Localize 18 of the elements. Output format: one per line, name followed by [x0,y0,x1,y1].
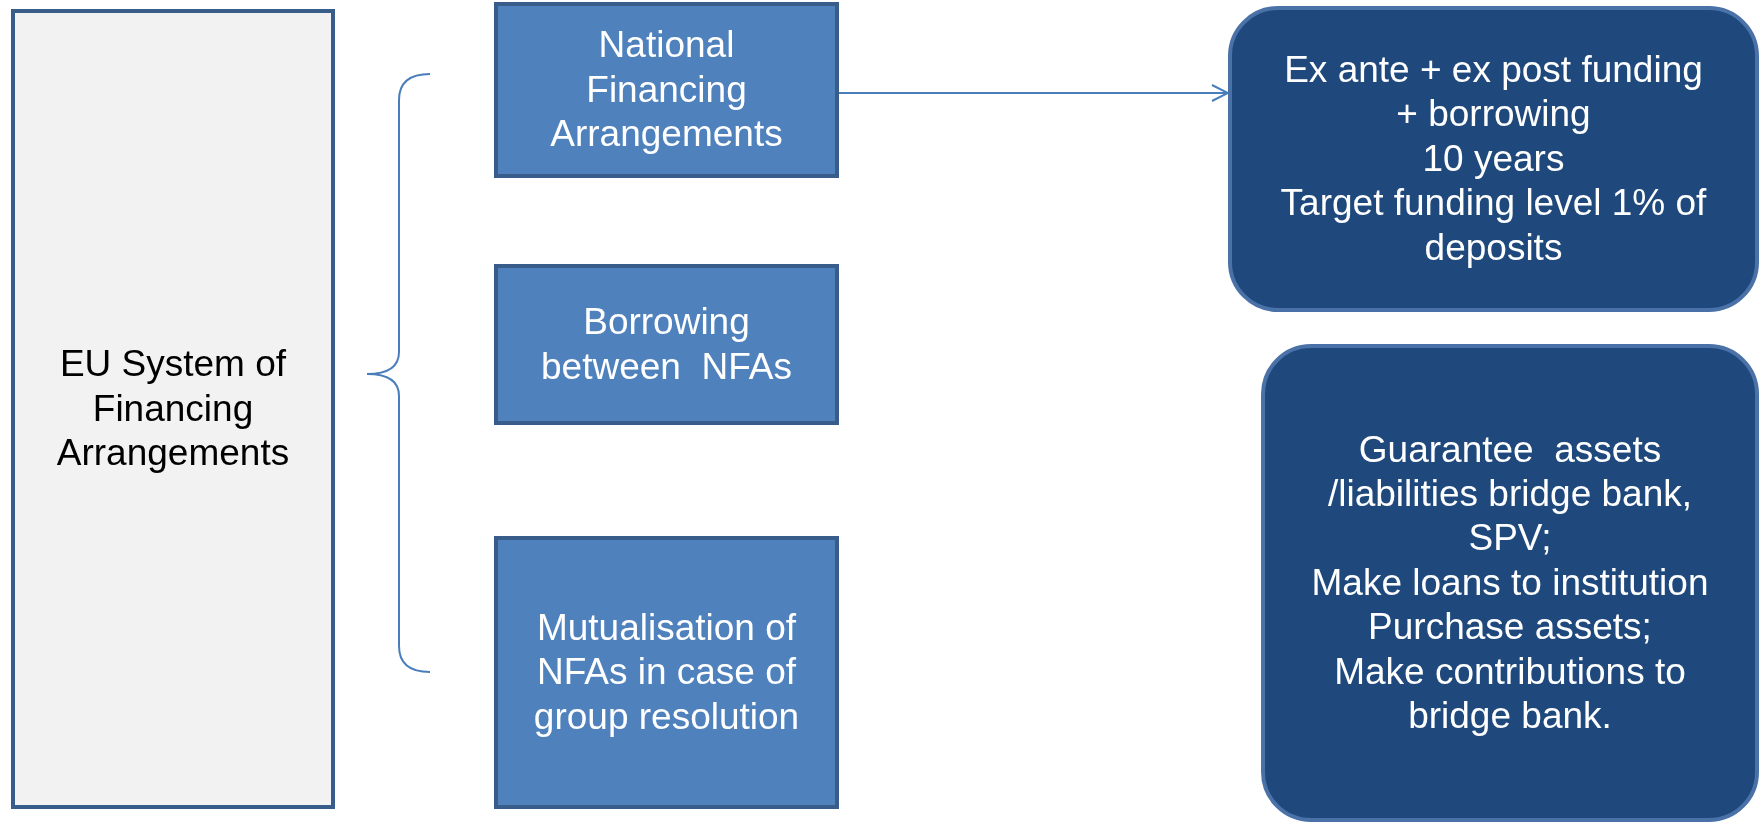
box-label: 10 years [1422,136,1565,181]
box-label: Make loans to institution [1311,560,1709,605]
box-label: EU System of Financing Arrangements [55,342,291,476]
arrow [838,84,1229,102]
box-label: Make contributions to bridge bank. [1333,649,1687,738]
box-label: National Financing Arrangements [549,23,784,157]
box-label: Guarantee assets /liabilities bridge bank, SPV; [1326,427,1693,561]
component-box [494,536,839,809]
component-box [494,264,839,425]
system-box [11,9,335,809]
box-label: Target funding level 1% of deposits [1279,181,1708,270]
detail-box [1228,6,1759,312]
box-label: Mutualisation of NFAs in case of group resolution [532,605,801,739]
box-label: Ex ante + ex post funding + borrowing [1283,48,1704,137]
detail-box [1261,344,1759,822]
box-label: Borrowing between NFAs [540,300,793,389]
box-label: Purchase assets; [1368,605,1652,650]
component-box [494,2,839,178]
